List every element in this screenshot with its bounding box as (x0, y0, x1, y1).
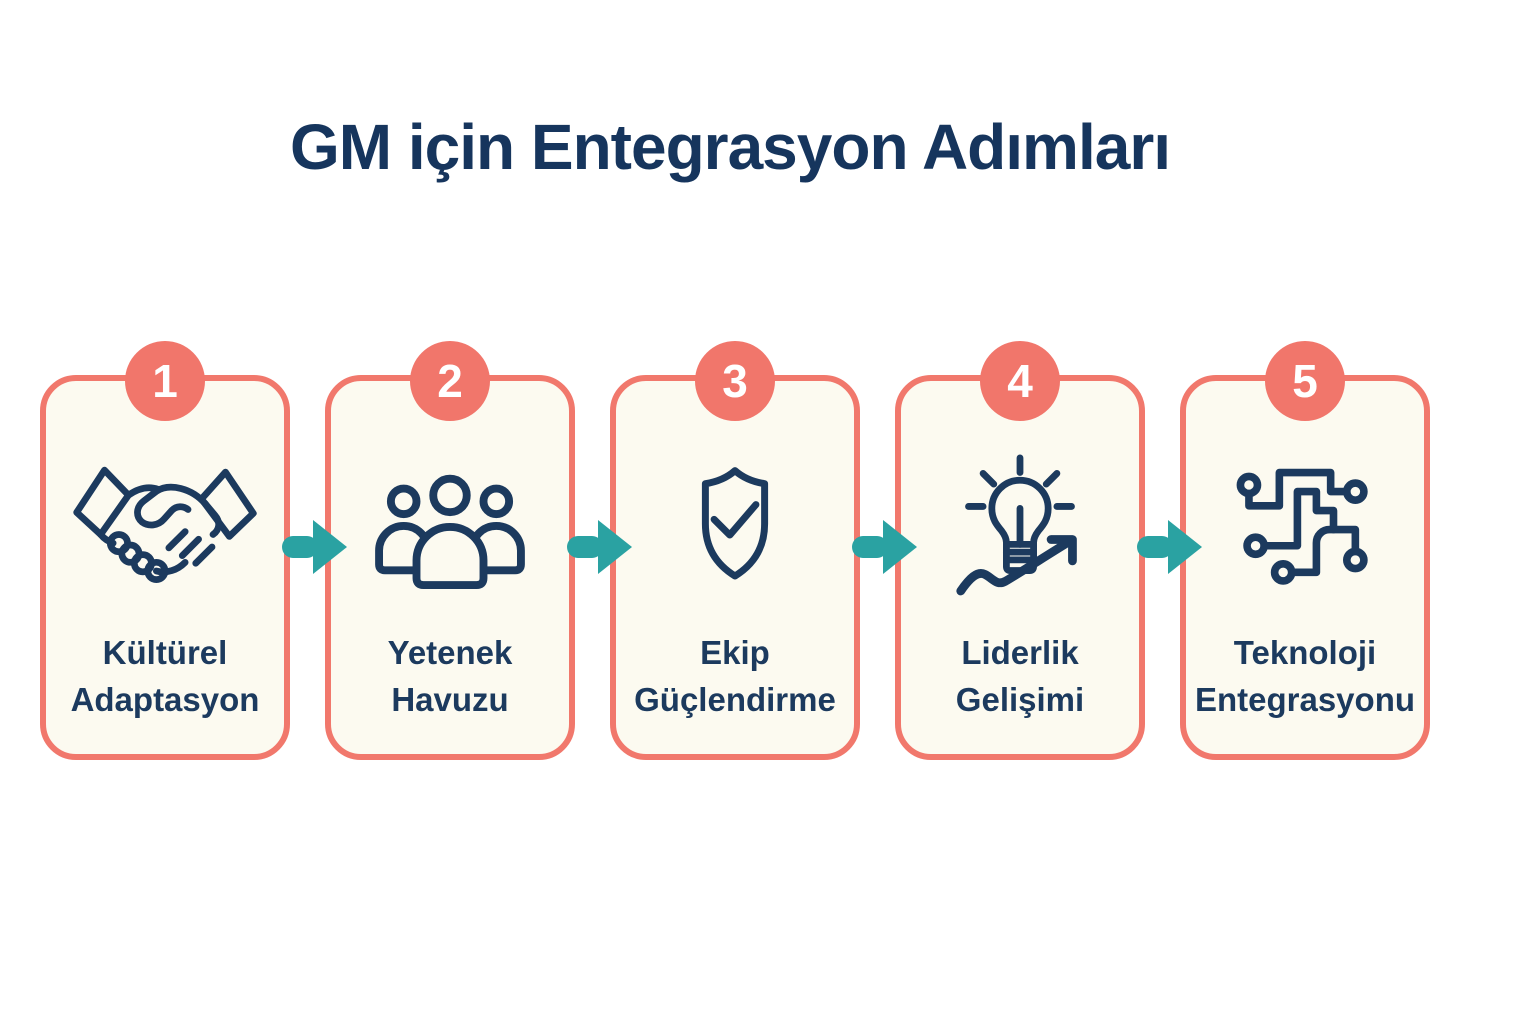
arrow-right-icon (852, 520, 917, 574)
step-label: Ekip Güçlendirme (634, 634, 836, 718)
arrow-right-icon (1137, 520, 1202, 574)
step-label: Yetenek Havuzu (387, 634, 513, 718)
step-card-3: 3 Ekip Güçlendirme (610, 341, 860, 760)
step-number-badge: 2 (410, 341, 490, 421)
step-number-badge: 1 (125, 341, 205, 421)
step-icon-wrap (46, 437, 284, 607)
step-card-2: 2 Yetenek Havuzu (325, 341, 575, 760)
step-number: 3 (722, 355, 748, 407)
step-icon-wrap (1186, 437, 1424, 607)
step-number-badge: 4 (980, 341, 1060, 421)
circuit-icon (1236, 468, 1368, 585)
step-label: Teknoloji Entegrasyonu (1194, 634, 1416, 718)
page-title: GM için Entegrasyon Adımları (289, 111, 1171, 183)
arrow-right-icon (567, 520, 632, 574)
steps-row: 1 Kültürel Adaptasyon (40, 341, 1432, 760)
step-label: Kültürel Adaptasyon (70, 634, 260, 718)
step-card-5: 5 Teknoloji Entegrasyonu (1180, 341, 1430, 760)
step-number: 4 (1007, 355, 1033, 407)
step-card-4: 4 Liderlik Gelişimi (895, 341, 1145, 760)
step-number: 5 (1292, 355, 1318, 407)
lightbulb-growth-icon (956, 454, 1077, 596)
step-icon-wrap (616, 437, 854, 607)
handshake-icon (73, 466, 257, 583)
step-icon-wrap (331, 437, 569, 607)
step-card-1: 1 Kültürel Adaptasyon (40, 341, 290, 760)
step-number: 1 (152, 355, 178, 407)
step-number: 2 (437, 355, 463, 407)
shield-check-icon (701, 467, 769, 580)
step-number-badge: 3 (695, 341, 775, 421)
arrow-right-icon (282, 520, 347, 574)
people-icon (375, 474, 525, 589)
step-label: Liderlik Gelişimi (955, 634, 1085, 718)
step-number-badge: 5 (1265, 341, 1345, 421)
step-icon-wrap (901, 437, 1139, 607)
